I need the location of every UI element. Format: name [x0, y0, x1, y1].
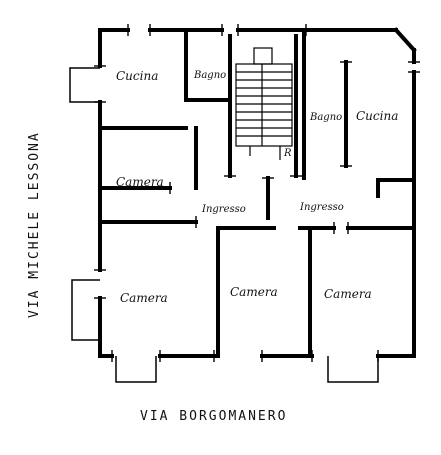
balcony-bottom-right [327, 356, 379, 383]
room-label-cucina-left: Cucina [116, 69, 158, 83]
room-label-camera-left-upper: Camera [116, 175, 164, 189]
balconies [69, 67, 379, 383]
interior-walls [98, 28, 416, 358]
stair-landing [253, 47, 273, 65]
balcony-left-top [69, 67, 100, 103]
street-label-bottom: VIA BORGOMANERO [140, 409, 287, 424]
stair-flight [235, 63, 293, 147]
balcony-left-bottom [71, 279, 100, 341]
room-label-ingresso-right: Ingresso [299, 202, 344, 213]
balcony-bottom-left [115, 356, 157, 383]
room-label-camera-middle: Camera [230, 285, 278, 299]
room-label-bagno-right: Bagno [309, 112, 342, 123]
staircase [235, 47, 293, 160]
opening-ticks [94, 24, 420, 362]
room-label-ingresso-left: Ingresso [201, 204, 246, 215]
stair-mark: R [283, 148, 292, 159]
room-label-cucina-right: Cucina [356, 109, 398, 123]
room-label-camera-left-lower: Camera [120, 291, 168, 305]
room-label-camera-right: Camera [324, 287, 372, 301]
room-label-bagno-left: Bagno [193, 70, 226, 81]
wall-corner-chamfer [393, 27, 417, 53]
street-label-left: VIA MICHELE LESSONA [27, 131, 42, 318]
room-labels: Cucina Bagno Camera Ingresso Camera Came… [116, 69, 398, 305]
